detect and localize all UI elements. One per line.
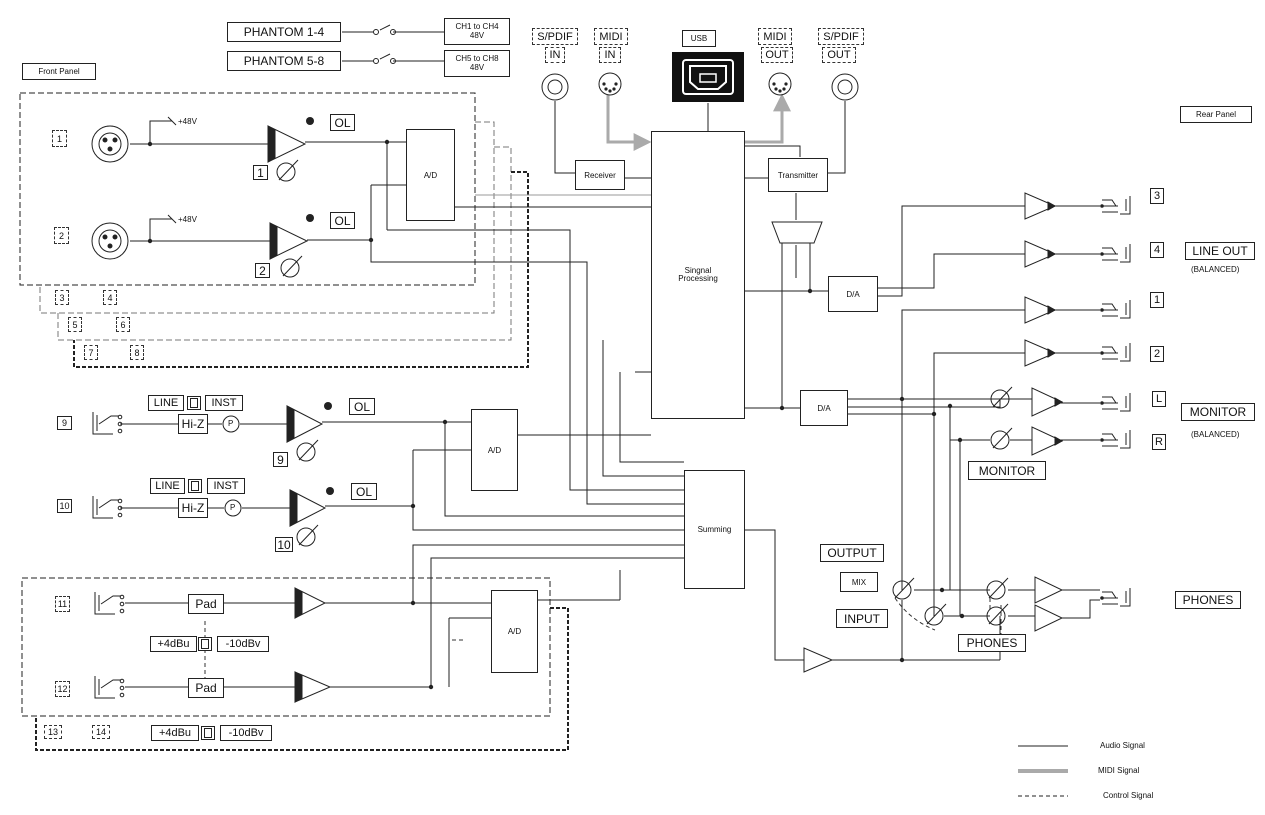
monitor-out-label: MONITOR xyxy=(1181,403,1255,421)
output-2-number: 2 xyxy=(1150,346,1164,362)
transmitter-block: Transmitter xyxy=(768,158,828,192)
ad-converter-2: A/D xyxy=(471,409,518,491)
phantom-label-2: +48V xyxy=(178,215,197,224)
pad-p-9: P xyxy=(228,419,234,428)
phones-knob-label: PHONES xyxy=(958,634,1026,652)
input-1-number: 1 xyxy=(52,130,67,147)
input-8-number: 8 xyxy=(130,345,144,360)
output-3-number: 3 xyxy=(1150,188,1164,204)
da-converter-2: D/A xyxy=(800,390,848,426)
input-6-number: 6 xyxy=(116,317,130,332)
hiz-block-10: Hi-Z xyxy=(178,498,208,518)
output-label: OUTPUT xyxy=(820,544,884,562)
output-r-number: R xyxy=(1152,434,1166,450)
summing-block: Summing xyxy=(684,470,745,589)
receiver-block: Receiver xyxy=(575,160,625,190)
ad-converter-1: A/D xyxy=(406,129,455,221)
usb-connector xyxy=(672,52,744,102)
spdif-out-label: S/PDIF xyxy=(818,28,864,45)
input-12-number: 12 xyxy=(55,681,70,697)
ol-indicator-1: OL xyxy=(330,114,355,131)
signal-processing-line1: Singnal xyxy=(684,265,712,275)
line-label-9: LINE xyxy=(148,395,184,411)
input-13-number: 13 xyxy=(44,725,62,739)
hiz-block-9: Hi-Z xyxy=(178,414,208,434)
input-14-number: 14 xyxy=(92,725,110,739)
da-converter-1: D/A xyxy=(828,276,878,312)
input-7-number: 7 xyxy=(84,345,98,360)
input-label: INPUT xyxy=(836,609,888,628)
pad-p-10: P xyxy=(230,503,236,512)
monitor-knob-label: MONITOR xyxy=(968,461,1046,480)
pad-block-11: Pad xyxy=(188,594,224,614)
line-out-label: LINE OUT xyxy=(1185,242,1255,260)
spdif-in-sublabel: IN xyxy=(545,47,565,63)
phones-out-label: PHONES xyxy=(1175,591,1241,609)
input-3-number: 3 xyxy=(55,290,69,305)
phantom-label-1: +48V xyxy=(178,117,197,126)
usb-label: USB xyxy=(682,30,716,47)
usb-icon xyxy=(682,59,734,95)
inst-label-10: INST xyxy=(207,478,245,494)
ol-indicator-10: OL xyxy=(351,483,377,500)
phantom-1-4-switch[interactable]: PHANTOM 1-4 xyxy=(227,22,341,42)
phantom-5-8-switch[interactable]: PHANTOM 5-8 xyxy=(227,51,341,71)
phantom-5-8-target-line1: CH5 to CH8 xyxy=(455,54,499,64)
legend-midi: MIDI Signal xyxy=(1098,766,1140,775)
gain-2-number: 2 xyxy=(255,263,270,278)
monitor-balanced: (BALANCED) xyxy=(1191,430,1240,439)
level-switch-1[interactable] xyxy=(198,637,212,651)
gain-1-number: 1 xyxy=(253,165,268,180)
switch-icon xyxy=(190,398,198,408)
input-2-number: 2 xyxy=(54,227,69,244)
minus10-label-2: -10dBv xyxy=(220,725,272,741)
midi-in-sublabel: IN xyxy=(599,47,621,63)
level-switch-2[interactable] xyxy=(201,726,215,740)
rear-panel-label: Rear Panel xyxy=(1180,106,1252,123)
output-1-number: 1 xyxy=(1150,292,1164,308)
ol-indicator-9: OL xyxy=(349,398,375,415)
gain-9-number: 9 xyxy=(273,452,288,467)
inst-label-9: INST xyxy=(205,395,243,411)
output-4-number: 4 xyxy=(1150,242,1164,258)
legend-control: Control Signal xyxy=(1103,791,1154,800)
switch-icon xyxy=(191,481,199,491)
front-panel-label: Front Panel xyxy=(22,63,96,80)
midi-out-sublabel: OUT xyxy=(761,47,793,63)
input-5-number: 5 xyxy=(68,317,82,332)
input-10-number: 10 xyxy=(57,499,72,513)
midi-out-label: MIDI xyxy=(758,28,792,45)
plus4-label-2: +4dBu xyxy=(151,725,199,741)
phantom-5-8-target-line2: 48V xyxy=(469,62,485,72)
gain-10-number: 10 xyxy=(275,537,293,552)
line-out-balanced: (BALANCED) xyxy=(1191,265,1240,274)
phantom-1-4-target-line1: CH1 to CH4 xyxy=(455,22,499,32)
pad-block-12: Pad xyxy=(188,678,224,698)
mix-knob-label[interactable]: MIX xyxy=(840,572,878,592)
input-11-number: 11 xyxy=(55,596,70,612)
hiz-switch-10[interactable] xyxy=(188,479,202,493)
input-4-number: 4 xyxy=(103,290,117,305)
spdif-out-sublabel: OUT xyxy=(822,47,856,63)
spdif-in-label: S/PDIF xyxy=(532,28,578,45)
plus4-label-1: +4dBu xyxy=(150,636,197,652)
switch-icon xyxy=(201,639,209,649)
ol-indicator-2: OL xyxy=(330,212,355,229)
switch-icon xyxy=(204,728,212,738)
ad-converter-3: A/D xyxy=(491,590,538,673)
signal-processing-line2: Processing xyxy=(678,274,718,283)
midi-in-label: MIDI xyxy=(594,28,628,45)
hiz-switch-9[interactable] xyxy=(187,396,201,410)
output-l-number: L xyxy=(1152,391,1166,407)
input-9-number: 9 xyxy=(57,416,72,430)
phantom-1-4-target-line2: 48V xyxy=(469,30,485,40)
legend-audio: Audio Signal xyxy=(1100,741,1145,750)
minus10-label-1: -10dBv xyxy=(217,636,269,652)
line-label-10: LINE xyxy=(150,478,185,494)
